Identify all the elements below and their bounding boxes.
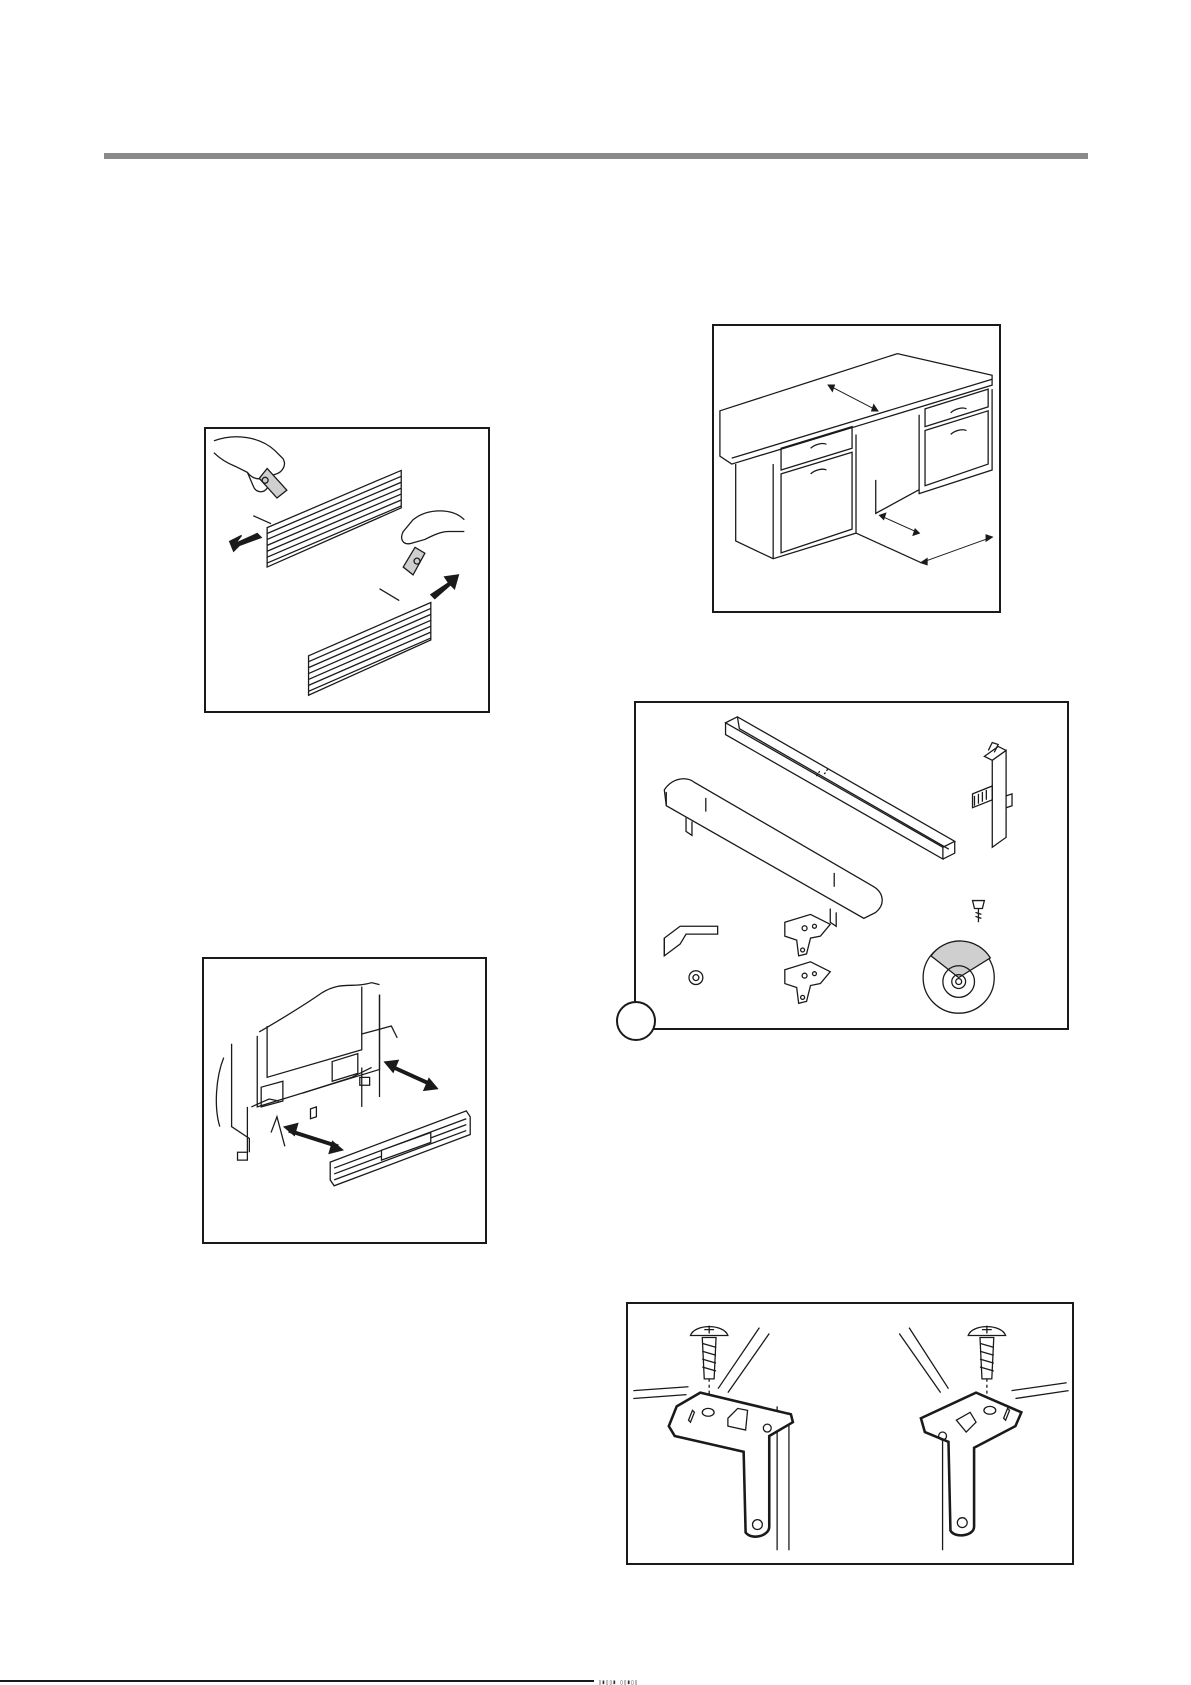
figure-marker-circle [616, 1001, 656, 1041]
header-rule [104, 153, 1088, 159]
kit-parts-drawing [636, 703, 1067, 1028]
figure-bracket-screws [626, 1302, 1074, 1565]
grille-fit-drawing [204, 959, 485, 1242]
figure-kit-parts [634, 701, 1069, 1030]
bracket-screws-drawing [628, 1304, 1072, 1563]
footer-line [0, 1680, 594, 1682]
figure-grille-fit [202, 957, 487, 1244]
figure-cabinet-niche [712, 324, 1001, 613]
figure-grille-cut [204, 427, 490, 713]
grille-cut-drawing [206, 429, 488, 711]
page-footer-marks: ▯▮▯▯▮ ▯▯▮▯▯ [0, 1680, 1191, 1685]
cabinet-niche-drawing [714, 326, 999, 611]
footer-ticks: ▯▮▯▯▮ ▯▯▮▯▯ [598, 1680, 638, 1685]
